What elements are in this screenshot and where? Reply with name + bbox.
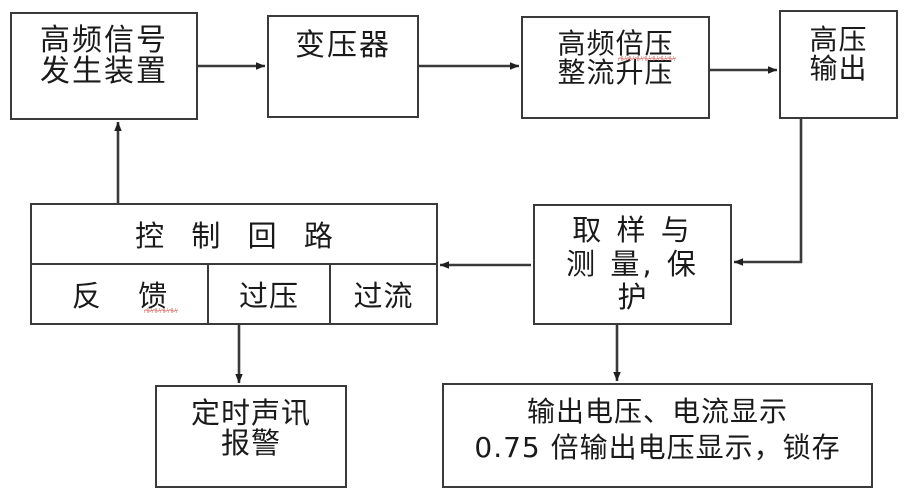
control-cell-overcurrent: 过流	[329, 265, 436, 323]
node-sampling-line-2: 测 量, 保	[566, 246, 699, 281]
node-control-circuit-cells: 反 馈 过压 过流	[32, 265, 436, 323]
node-hf-signal-generator-line-2: 发生装置	[40, 53, 168, 89]
control-cell-overcurrent-label: 过流	[353, 279, 414, 313]
node-transformer-label: 变压器	[295, 28, 391, 63]
node-hf-signal-generator: 高频信号 发生装置	[10, 12, 198, 120]
node-output-display-line-2: 0.75 倍输出电压显示，锁存	[474, 431, 841, 465]
node-timed-audio-alarm-line-1: 定时声讯	[190, 396, 311, 430]
control-cell-overvoltage: 过压	[207, 265, 329, 323]
node-transformer: 变压器	[267, 15, 419, 118]
node-timed-audio-alarm-line-2: 报警	[220, 425, 281, 460]
node-control-circuit-header: 控 制 回 路	[32, 205, 436, 265]
control-cell-feedback: 反 馈	[32, 265, 207, 323]
node-sampling-measurement-protection: 取 样 与 测 量, 保 护	[533, 204, 732, 325]
node-output-display: 输出电压、电流显示 0.75 倍输出电压显示，锁存	[442, 383, 873, 488]
node-sampling-line-3: 护	[617, 280, 648, 315]
control-cell-overvoltage-label: 过压	[238, 279, 299, 313]
node-high-voltage-output-line-2: 输出	[809, 51, 868, 85]
node-hf-voltage-multiplier-line-1-text: 高频倍压	[557, 27, 674, 60]
node-hf-signal-generator-line-1: 高频信号	[40, 23, 168, 58]
node-output-display-line-1: 输出电压、电流显示	[526, 395, 788, 428]
node-high-voltage-output: 高压 输出	[779, 10, 898, 119]
node-high-voltage-output-line-1: 高压	[809, 23, 868, 56]
node-control-circuit: 控 制 回 路 反 馈 过压 过流	[30, 203, 438, 325]
node-timed-audio-alarm: 定时声讯 报警	[155, 385, 347, 488]
node-hf-voltage-multiplier: 高频倍压 整流升压	[521, 16, 710, 119]
node-hf-voltage-multiplier-line-1: 高频倍压	[557, 27, 676, 61]
connector-hvoutput-to-sampling	[733, 119, 803, 266]
control-cell-feedback-label: 反 馈	[71, 279, 182, 313]
node-hf-voltage-multiplier-line-2: 整流升压	[557, 55, 674, 89]
node-sampling-line-1: 取 样 与	[572, 213, 693, 247]
